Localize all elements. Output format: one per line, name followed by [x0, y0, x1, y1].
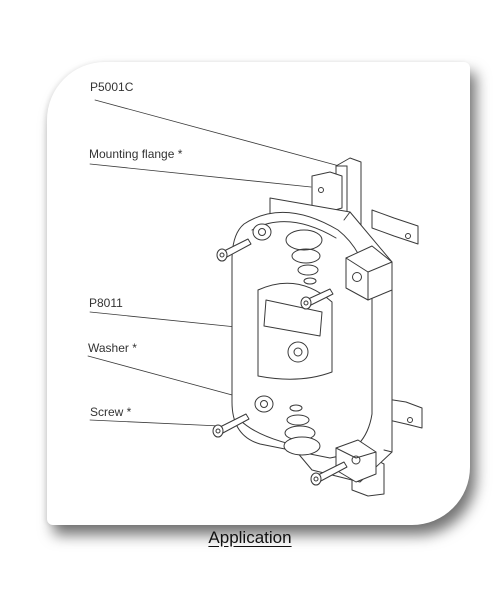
washers	[252, 223, 274, 413]
top-coil	[285, 229, 323, 285]
callout-p8011: P8011	[89, 296, 123, 310]
corner-blocks	[335, 245, 393, 483]
screw-bottom-right	[310, 461, 348, 486]
bottom-coil	[283, 404, 321, 456]
leader-lines	[87, 99, 344, 427]
callout-p5001c: P5001C	[90, 80, 134, 94]
screw-middle	[300, 288, 334, 310]
callout-washer: Washer *	[88, 341, 137, 355]
caption-application: Application	[208, 528, 292, 547]
callout-screw: Screw *	[90, 405, 132, 419]
callout-mounting-flange: Mounting flange *	[89, 147, 183, 161]
screw-bottom-left	[212, 413, 250, 438]
screws	[212, 238, 348, 486]
screw-top-left	[216, 238, 252, 262]
